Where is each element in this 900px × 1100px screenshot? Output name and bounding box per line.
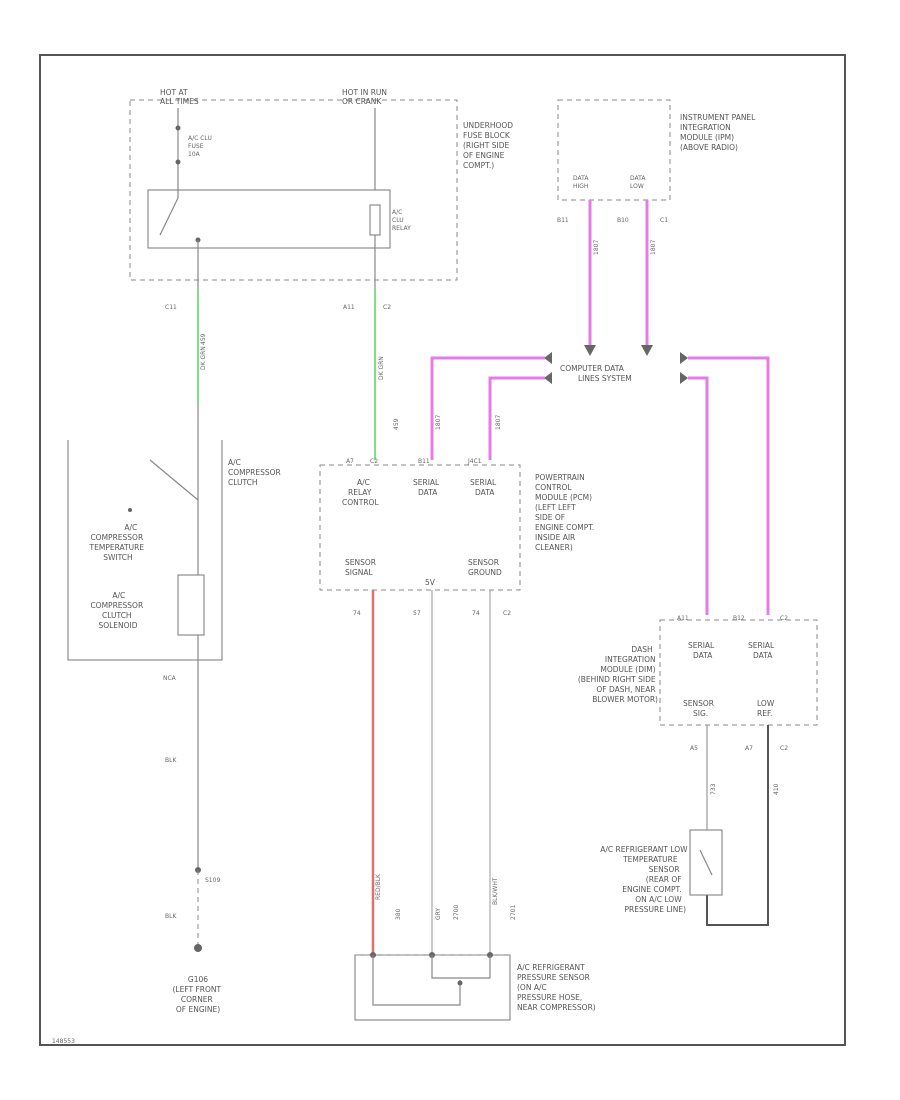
- clutch-wire-color: DK GRN: [200, 346, 207, 370]
- fuse-label: A/C CLU FUSE 10A: [188, 135, 214, 158]
- low-temp-sensor-label: A/C REFRIGERANT LOW TEMPERATURE SENSOR (…: [600, 845, 690, 914]
- clutch-solenoid-label: A/C COMPRESSOR CLUTCH SOLENOID: [90, 591, 145, 630]
- pcm-pin-5v: 5V: [425, 578, 436, 587]
- ac-compressor-assembly: A/C COMPRESSOR CLUTCH A/C COMPRESSOR TEM…: [67, 405, 283, 1014]
- ipm-conn-c1: C1: [660, 217, 668, 224]
- pcm-conn-c2: C2: [370, 458, 378, 465]
- pressure-wire-2-number: 2700: [453, 905, 460, 920]
- ground-id: G106: [188, 975, 208, 984]
- diagram-frame: [39, 54, 846, 1046]
- ipm-wire-2: 1807: [650, 240, 657, 255]
- pcm-bottom-conn-74b: 74: [472, 610, 480, 617]
- dim-wire-733: 733: [710, 783, 717, 795]
- dim-serial-data-2-wire: [688, 356, 770, 615]
- pressure-wire-3-number: 2701: [510, 905, 517, 920]
- splice-label: S109: [205, 877, 220, 884]
- ground-wire-color: BLK: [165, 757, 177, 764]
- clutch-solenoid-icon: [177, 574, 205, 636]
- dim-wire-410: 410: [773, 783, 780, 795]
- pressure-wire-3-color: BLK/WHT: [492, 877, 499, 905]
- pcm-serial-data-2-wire: [488, 376, 545, 460]
- dim-pin-serial-data-1: SERIAL DATA: [688, 641, 717, 660]
- ipm-pin-data-low: DATA LOW: [630, 175, 647, 190]
- hot-in-run-label: HOT IN RUN OR CRANK: [342, 88, 389, 106]
- ipm-conn-b10: B10: [617, 217, 629, 224]
- pcm-bottom-conn-c2: C2: [503, 610, 511, 617]
- ipm-pin-data-high: DATA HIGH: [573, 175, 590, 190]
- temperature-switch-icon: [149, 459, 199, 501]
- relay-label: A/C CLU RELAY: [392, 209, 411, 232]
- ground-icon: [194, 944, 202, 952]
- dim-pin-sensor-sig: SENSOR SIG.: [683, 699, 716, 718]
- pcm-pin-relay-control: A/C RELAY CONTROL: [342, 478, 379, 507]
- hot-at-all-times-label: HOT AT ALL TIMES: [160, 88, 199, 106]
- refrigerant-pressure-sensor: RED/BLK 380 GRY 2700 BLK/WHT 2701 A/C RE…: [354, 873, 596, 1021]
- pcm-pin-sensor-ground: SENSOR GROUND: [468, 558, 502, 577]
- fuse-block-conn-right-pin: A11: [343, 304, 355, 311]
- pcm-pin-sensor-signal: SENSOR SIGNAL: [345, 558, 378, 577]
- temperature-switch-label: A/C COMPRESSOR TEMPERATURE SWITCH: [89, 523, 147, 562]
- pressure-sensor-label: A/C REFRIGERANT PRESSURE SENSOR (ON A/C …: [517, 963, 596, 1012]
- pcm-bottom-conn-74: 74: [353, 610, 361, 617]
- data-lines-label: COMPUTER DATA LINES SYSTEM: [560, 364, 632, 383]
- fuse-icon: [175, 125, 181, 131]
- ground-connector: NCA: [163, 675, 177, 682]
- pressure-wire-1-number: 380: [395, 908, 402, 920]
- ground-wire-color-2: BLK: [165, 913, 177, 920]
- computer-data-lines-system: COMPUTER DATA LINES SYSTEM: [544, 352, 688, 384]
- pcm-label: POWERTRAIN CONTROL MODULE (PCM) (LEFT LE…: [535, 473, 597, 552]
- relay-wire-color: DK GRN: [378, 356, 385, 380]
- thermistor-icon: [699, 849, 713, 876]
- dash-integration-module: A11 B12 C2 SERIAL DATA SERIAL DATA SENSO…: [578, 615, 818, 795]
- pcm-pink-wire-2-label: 1807: [495, 415, 502, 430]
- dim-label: DASH INTEGRATION MODULE (DIM) (BEHIND RI…: [578, 645, 658, 704]
- clutch-wire-number: 459: [200, 333, 207, 345]
- pcm-conn-j4c1: J4C1: [467, 458, 482, 465]
- refrigerant-low-temperature-sensor: A/C REFRIGERANT LOW TEMPERATURE SENSOR (…: [600, 829, 723, 914]
- ipm-conn-b11: B11: [557, 217, 569, 224]
- relay-wire-number: 459: [393, 418, 400, 430]
- ipm-label: INSTRUMENT PANEL INTEGRATION MODULE (IPM…: [680, 113, 758, 152]
- relay-coil-icon: [369, 204, 381, 236]
- fuse-block-label: UNDERHOOD FUSE BLOCK (RIGHT SIDE OF ENGI…: [463, 121, 515, 170]
- pcm-pin-serial-data-1: SERIAL DATA: [413, 478, 442, 497]
- instrument-panel-integration-module: INSTRUMENT PANEL INTEGRATION MODULE (IPM…: [557, 99, 758, 255]
- dim-bottom-conn-a7: A7: [745, 745, 753, 752]
- pcm-conn-b11: B11: [418, 458, 430, 465]
- dim-bottom-conn-a5: A5: [690, 745, 698, 752]
- ac-clutch-relay: [147, 189, 391, 249]
- dim-conn-b12: B12: [733, 615, 745, 622]
- dim-bottom-conn-c2: C2: [780, 745, 788, 752]
- ipm-wire-1: 1807: [593, 240, 600, 255]
- pcm-serial-data-1-wire: [430, 356, 545, 460]
- ground-location: (LEFT FRONT CORNER OF ENGINE): [172, 985, 223, 1014]
- dim-low-ref-wire: [706, 725, 769, 926]
- pressure-wire-1-color: RED/BLK: [375, 873, 382, 900]
- pcm-bottom-conn-57: 57: [413, 610, 421, 617]
- diagram-id: 148553: [52, 1038, 75, 1045]
- fuse-block-conn-right: C2: [383, 304, 391, 311]
- pressure-wire-2-color: GRY: [435, 908, 442, 920]
- dim-pin-low-ref: LOW REF.: [757, 699, 777, 718]
- dim-conn-a11: A11: [677, 615, 689, 622]
- fuse-block-conn-left: C11: [165, 304, 177, 311]
- dim-pin-serial-data-2: SERIAL DATA: [748, 641, 777, 660]
- dim-conn-c2: C2: [780, 615, 788, 622]
- compressor-clutch-label: A/C COMPRESSOR CLUTCH: [228, 458, 283, 487]
- pcm-pin-serial-data-2: SERIAL DATA: [470, 478, 499, 497]
- pressure-sensor-icon: [457, 980, 463, 986]
- powertrain-control-module: A7 C2 B11 J4C1 A/C RELAY CONTROL SERIAL …: [319, 458, 597, 617]
- pcm-pink-wire-1-label: 1807: [435, 415, 442, 430]
- underhood-fuse-block: HOT AT ALL TIMES HOT IN RUN OR CRANK A/C…: [129, 88, 515, 311]
- dim-serial-data-1-wire: [688, 376, 709, 615]
- pcm-conn-a7: A7: [346, 458, 354, 465]
- relay-switch-icon: [159, 197, 179, 236]
